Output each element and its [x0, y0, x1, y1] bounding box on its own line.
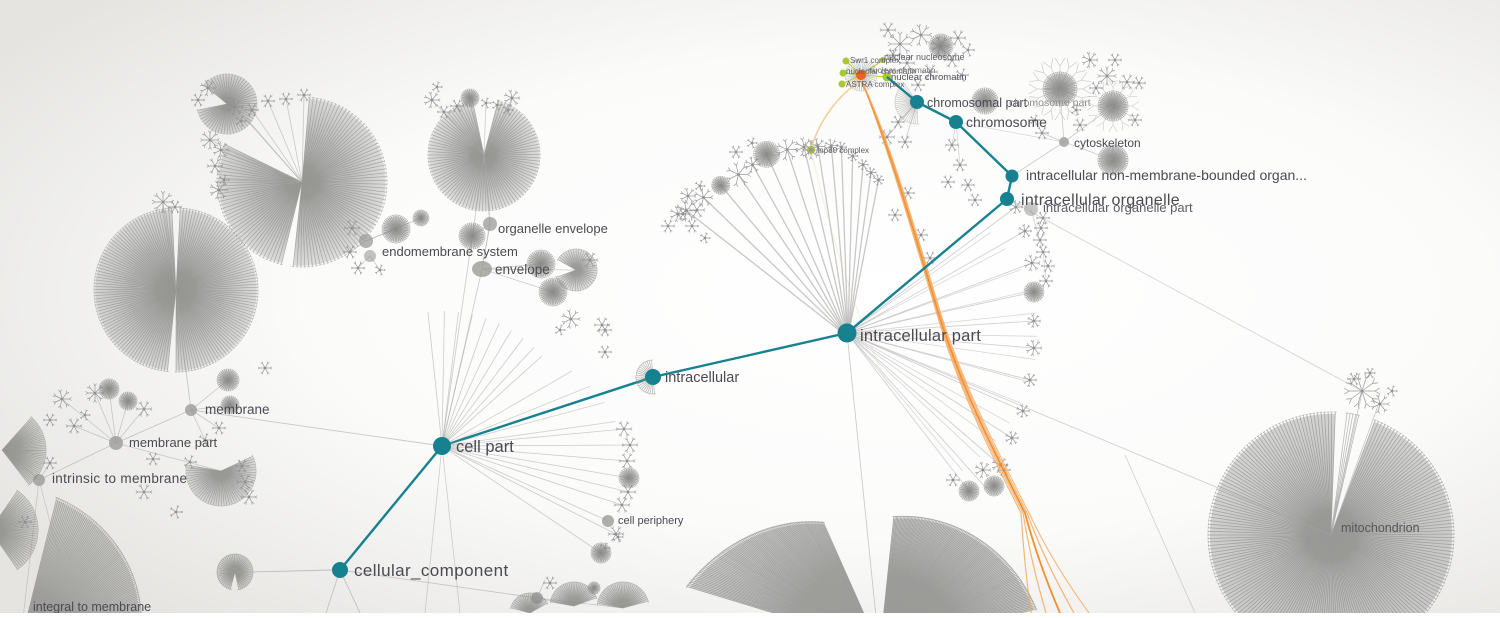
svg-text:integral to membrane: integral to membrane	[33, 600, 151, 613]
svg-text:cell part: cell part	[456, 438, 514, 456]
svg-text:organelle envelope: organelle envelope	[498, 221, 608, 236]
svg-text:nuclear nucleosome: nuclear nucleosome	[884, 52, 965, 62]
svg-text:ASTRA complex: ASTRA complex	[846, 80, 904, 89]
svg-text:intracellular: intracellular	[665, 370, 739, 386]
svg-text:chromosomal part: chromosomal part	[927, 96, 1028, 110]
svg-text:envelope: envelope	[495, 262, 550, 277]
svg-text:Inp80 complex: Inp80 complex	[817, 146, 869, 155]
svg-text:endomembrane system: endomembrane system	[382, 244, 518, 259]
svg-text:nuclear chromatin: nuclear chromatin	[891, 72, 967, 83]
svg-text:cellular_component: cellular_component	[354, 561, 509, 580]
svg-text:cell periphery: cell periphery	[618, 515, 684, 527]
svg-text:intrinsic to membrane: intrinsic to membrane	[52, 471, 187, 486]
svg-text:intracellular non-membrane-bou: intracellular non-membrane-bounded organ…	[1026, 167, 1307, 183]
svg-text:intracellular organelle part: intracellular organelle part	[1043, 200, 1193, 215]
svg-text:chromosome part: chromosome part	[1009, 97, 1091, 109]
svg-text:membrane part: membrane part	[129, 435, 218, 450]
svg-text:intracellular organelle: intracellular organelle	[1021, 192, 1180, 209]
svg-text:mitochondrion: mitochondrion	[1341, 521, 1420, 535]
svg-text:nucleolar chromatin: nucleolar chromatin	[846, 67, 916, 76]
svg-text:Swr1 complex: Swr1 complex	[850, 56, 900, 65]
svg-text:chromosome: chromosome	[966, 114, 1047, 130]
svg-text:cytoskeleton: cytoskeleton	[1074, 136, 1141, 150]
svg-text:membrane: membrane	[205, 402, 270, 417]
svg-text:intracellular part: intracellular part	[860, 327, 981, 345]
svg-text:nuclear chromatin: nuclear chromatin	[868, 65, 936, 75]
